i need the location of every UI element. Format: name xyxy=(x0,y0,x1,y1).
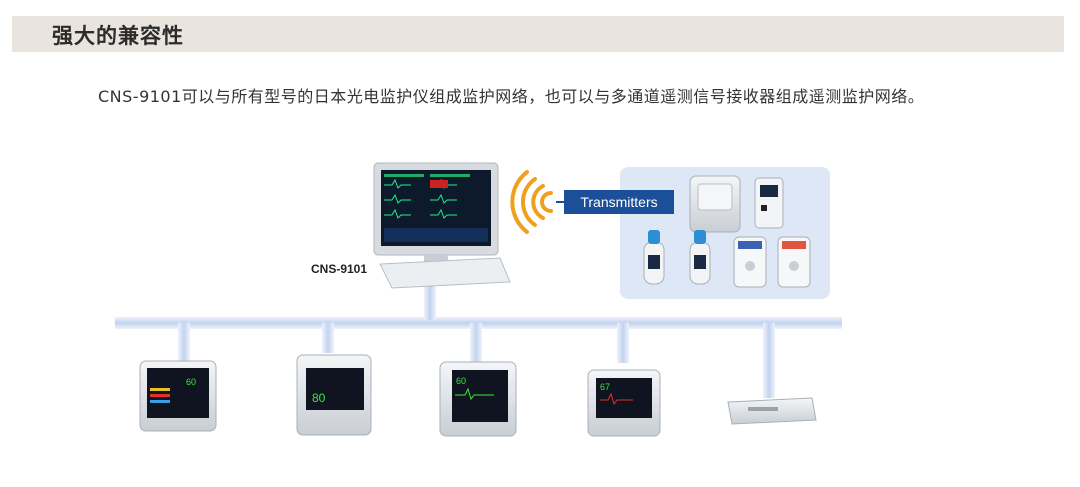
bedside-monitor-1: 60 xyxy=(139,360,217,432)
drop-line-3 xyxy=(470,323,482,363)
section-header-bar xyxy=(12,16,1064,52)
transmitter-device-4 xyxy=(733,236,767,288)
receiver-unit xyxy=(727,397,817,425)
bedside-monitor-2: 80 xyxy=(296,354,372,436)
central-station-label: CNS-9101 xyxy=(311,262,368,276)
section-description: CNS-9101可以与所有型号的日本光电监护仪组成监护网络，也可以与多通道遥测信… xyxy=(98,87,925,106)
monitor-3-readout: 60 xyxy=(456,376,466,386)
transmitter-device-2 xyxy=(643,230,665,285)
monitor-2-readout: 80 xyxy=(312,391,326,405)
wireless-signal-icon xyxy=(510,170,553,234)
monitor-4-readout: 67 xyxy=(600,382,610,392)
section-title: 强大的兼容性 xyxy=(52,24,184,48)
central-station-monitor xyxy=(373,162,499,265)
station-drop-line xyxy=(424,280,436,320)
bedside-monitor-3: 60 xyxy=(439,361,517,437)
telemetry-receiver-device xyxy=(689,175,741,233)
drop-line-5 xyxy=(763,323,775,398)
drop-line-4 xyxy=(617,323,629,363)
central-station-keyboard xyxy=(379,257,511,289)
drop-line-1 xyxy=(178,323,190,363)
transmitter-device-5 xyxy=(777,236,811,288)
bedside-monitor-4: 67 xyxy=(587,369,661,437)
transmitter-device-1 xyxy=(754,177,784,229)
transmitters-label: Transmitters xyxy=(564,190,674,214)
monitor-1-readout: 60 xyxy=(186,377,196,387)
transmitter-device-3 xyxy=(689,230,711,285)
drop-line-2 xyxy=(322,323,334,353)
